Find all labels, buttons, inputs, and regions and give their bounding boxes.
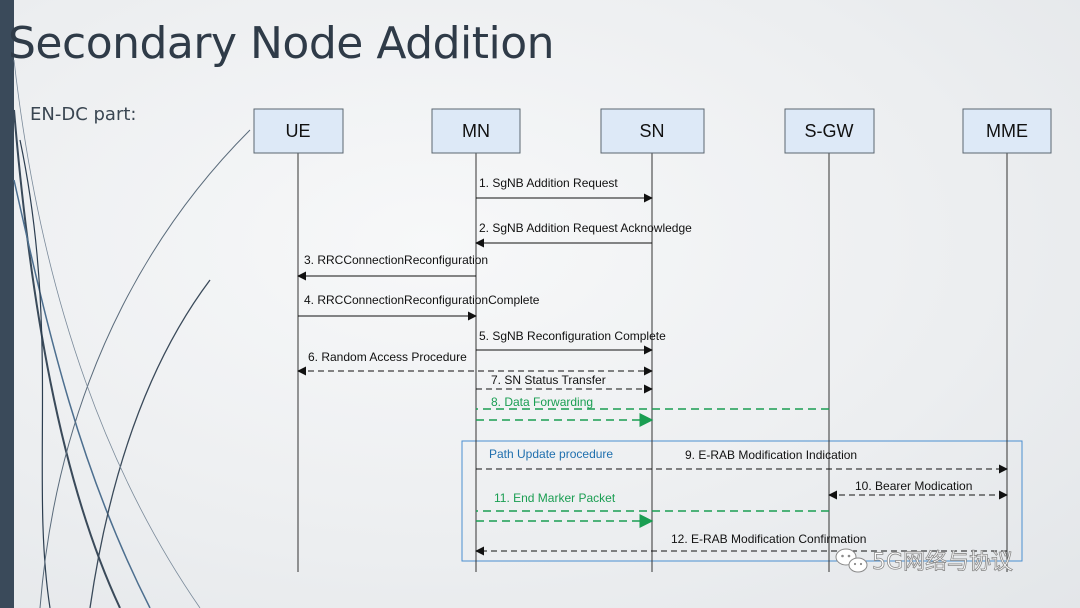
actor-label: MN [462,121,490,141]
message-label: 9. E-RAB Modification Indication [685,448,857,462]
watermark: 5G网络与协议 [835,548,1013,575]
message-6: 6. Random Access Procedure [297,350,653,376]
message-label: 4. RRCConnectionReconfigurationComplete [304,293,540,307]
message-label: 11. End Marker Packet [494,491,616,505]
watermark-text: 5G网络与协议 [872,550,1013,575]
actor-mme: MME [962,108,1052,572]
actor-s-gw: S-GW [784,108,875,572]
slide-subtitle: EN-DC part: [30,104,137,125]
actor-label: S-GW [805,121,854,141]
message-4: 4. RRCConnectionReconfigurationComplete [298,293,540,321]
message-1: 1. SgNB Addition Request [476,176,653,203]
actor-ue: UE [253,108,344,572]
left-accent-bar [0,0,14,608]
message-label: 5. SgNB Reconfiguration Complete [479,329,666,343]
message-9: 9. E-RAB Modification Indication [476,448,1008,474]
actor-label: SN [639,121,664,141]
message-5: 5. SgNB Reconfiguration Complete [476,329,666,355]
message-label: 8. Data Forwarding [491,395,593,409]
message-8: 8. Data Forwarding [476,395,829,427]
path-update-group-label: Path Update procedure [489,447,613,461]
message-label: 1. SgNB Addition Request [479,176,618,190]
message-2: 2. SgNB Addition Request Acknowledge [475,221,692,248]
slide-title: Secondary Node Addition [8,18,555,69]
message-11: 11. End Marker Packet [476,491,829,528]
actor-label: MME [986,121,1028,141]
message-10: 10. Bearer Modication [828,479,1008,500]
actor-label: UE [285,121,310,141]
message-label: 12. E-RAB Modification Confirmation [671,532,866,546]
wechat-icon [835,548,868,573]
message-label: 2. SgNB Addition Request Acknowledge [479,221,692,235]
message-12: 12. E-RAB Modification Confirmation [475,532,1007,556]
message-label: 3. RRCConnectionReconfiguration [304,253,488,267]
message-label: 7. SN Status Transfer [491,373,606,387]
actor-sn: SN [600,108,705,572]
path-update-group-box [461,440,1023,562]
message-3: 3. RRCConnectionReconfiguration [297,253,488,281]
message-label: 10. Bearer Modication [855,479,972,493]
message-label: 6. Random Access Procedure [308,350,467,364]
message-7: 7. SN Status Transfer [476,373,653,394]
actor-mn: MN [431,108,521,572]
